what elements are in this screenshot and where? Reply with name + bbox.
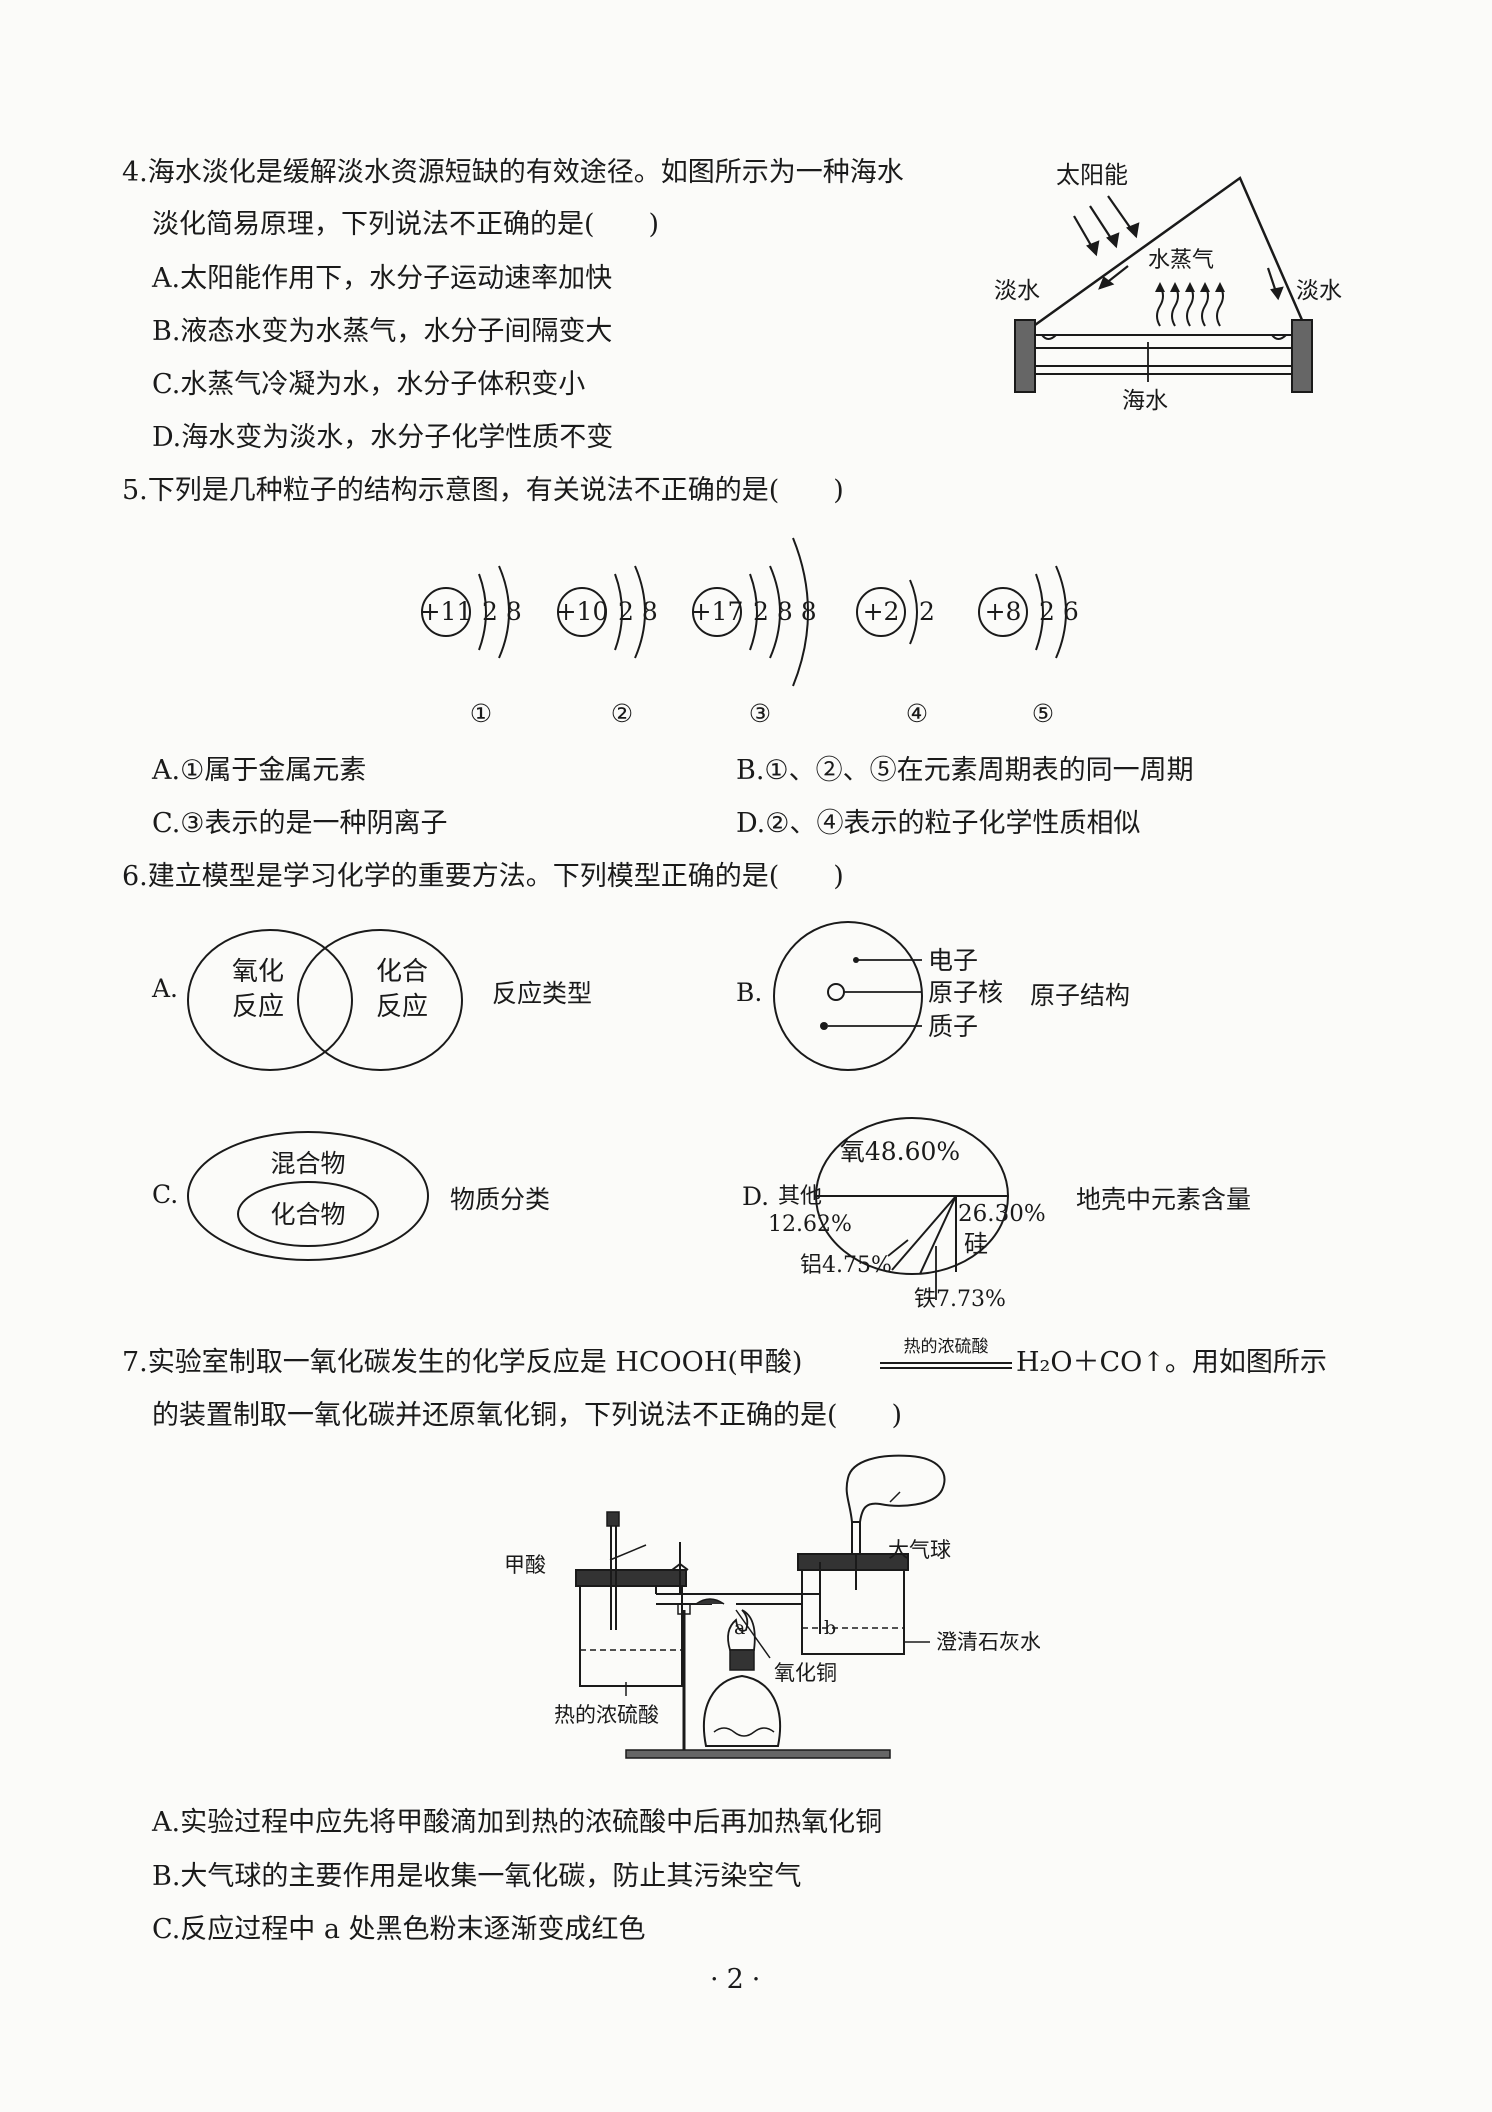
q6d-iron-label: 铁7.73% bbox=[914, 1287, 1006, 1312]
q6c-outer-label: 混合物 bbox=[270, 1149, 345, 1178]
q7-option-c: C.反应过程中 a 处黑色粉末逐渐变成红色 bbox=[152, 1914, 646, 1945]
limewater-label: 澄清石灰水 bbox=[936, 1630, 1040, 1654]
q7-products: H₂O＋CO↑。用如图所示 bbox=[1016, 1347, 1327, 1378]
particle-5-number: ⑤ bbox=[1032, 699, 1054, 728]
q6d-letter: D. bbox=[742, 1182, 770, 1211]
q6c-caption: 物质分类 bbox=[450, 1185, 551, 1214]
q6d-oxygen-label: 氧48.60% bbox=[840, 1137, 960, 1166]
q6a-caption: 反应类型 bbox=[492, 979, 593, 1008]
q7-option-a: A.实验过程中应先将甲酸滴加到热的浓硫酸中后再加热氧化铜 bbox=[152, 1807, 883, 1838]
balloon-label: 大气球 bbox=[888, 1538, 951, 1562]
point-a-label: a bbox=[734, 1617, 745, 1639]
q6c-classification-diagram: 混合物 化合物 bbox=[187, 1131, 429, 1261]
particle-3-shells: 2 8 8 bbox=[753, 597, 817, 626]
q6d-other-percent: 12.62% bbox=[768, 1212, 852, 1237]
sea-water-label: 海水 bbox=[1122, 388, 1168, 414]
q4-option-c: C.水蒸气冷凝为水，水分子体积变小 bbox=[152, 369, 586, 400]
left-fresh-water-label: 淡水 bbox=[994, 278, 1040, 304]
particle-3-nucleus: +17 bbox=[691, 597, 744, 626]
formic-acid-label: 甲酸 bbox=[504, 1553, 546, 1577]
particle-1-shells: 2 8 bbox=[482, 597, 522, 626]
sun-label: 太阳能 bbox=[1056, 161, 1128, 189]
q4-stem-line1: 4.海水淡化是缓解淡水资源短缺的有效途径。如图所示为一种海水 bbox=[122, 157, 904, 188]
particle-4-shells: 2 bbox=[919, 597, 935, 626]
co-apparatus-figure: 大气球 甲酸 a b 澄清石灰水 氧化铜 热的浓硫酸 bbox=[504, 1454, 1040, 1759]
q5-option-d: D.②、④表示的粒子化学性质相似 bbox=[736, 808, 1141, 839]
q6b-atom-diagram: 电子 原子核 质子 bbox=[773, 921, 1003, 1071]
particle-1-nucleus: +11 bbox=[420, 597, 473, 626]
q6b-caption: 原子结构 bbox=[1030, 981, 1131, 1010]
q6d-silicon-percent: 26.30% bbox=[958, 1201, 1046, 1227]
q4-option-d: D.海水变为淡水，水分子化学性质不变 bbox=[152, 422, 614, 453]
particle-3-number: ③ bbox=[749, 699, 771, 728]
q6d-caption: 地壳中元素含量 bbox=[1076, 1185, 1252, 1214]
q6d-other-label: 其他 bbox=[778, 1184, 823, 1209]
vapor-label: 水蒸气 bbox=[1148, 248, 1214, 273]
q6a-left-line1: 氧化 bbox=[232, 957, 284, 987]
particle-5-nucleus: +8 bbox=[985, 597, 1022, 626]
q6-stem: 6.建立模型是学习化学的重要方法。下列模型正确的是( ) bbox=[122, 861, 844, 892]
right-fresh-water-label: 淡水 bbox=[1296, 278, 1342, 304]
particle-5-shells: 2 6 bbox=[1039, 597, 1079, 626]
particle-4-nucleus: +2 bbox=[863, 597, 900, 626]
q6c-letter: C. bbox=[152, 1180, 179, 1209]
hot-sulfuric-acid-label: 热的浓硫酸 bbox=[554, 1703, 659, 1727]
particle-4-number: ④ bbox=[906, 699, 928, 728]
q7-stem-part1: 7.实验室制取一氧化碳发生的化学反应是 HCOOH(甲酸) bbox=[122, 1347, 803, 1378]
particle-2-number: ② bbox=[611, 699, 633, 728]
q7-arrow-line-top bbox=[880, 1362, 1012, 1364]
q6d-silicon-label: 硅 bbox=[964, 1230, 988, 1258]
particle-2-shells: 2 8 bbox=[618, 597, 658, 626]
q4-option-b: B.液态水变为水蒸气，水分子间隔变大 bbox=[152, 316, 613, 347]
copper-oxide-label: 氧化铜 bbox=[774, 1661, 837, 1685]
q6a-venn-diagram: 氧化 反应 化合 反应 bbox=[187, 929, 463, 1071]
page-number: ·2· bbox=[710, 1964, 769, 1995]
q7-option-b: B.大气球的主要作用是收集一氧化碳，防止其污染空气 bbox=[152, 1861, 802, 1892]
q5-stem: 5.下列是几种粒子的结构示意图，有关说法不正确的是( ) bbox=[122, 475, 844, 506]
q5-option-c: C.③表示的是一种阴离子 bbox=[152, 808, 448, 839]
q7-arrow-line-bottom bbox=[880, 1367, 1012, 1369]
q6a-right-line2: 反应 bbox=[376, 992, 428, 1022]
q6b-nucleus-label: 原子核 bbox=[928, 978, 1003, 1007]
q5-option-a: A.①属于金属元素 bbox=[152, 755, 367, 786]
q6b-electron-label: 电子 bbox=[928, 946, 978, 975]
q7-condition: 热的浓硫酸 bbox=[903, 1337, 989, 1357]
q6b-proton-label: 质子 bbox=[928, 1012, 978, 1041]
q6d-aluminum-label: 铝4.75% bbox=[800, 1253, 892, 1278]
desalination-figure: 太阳能 水蒸气 淡水 淡水 海水 bbox=[994, 161, 1342, 414]
q6d-pie-chart: 氧48.60% 26.30% 硅 铝4.75% 铁7.73% bbox=[800, 1117, 1046, 1312]
particle-diagrams: +11 2 8 ① +10 2 8 ② +17 2 8 8 ③ +2 2 ④ +… bbox=[420, 537, 1079, 728]
q6b-letter: B. bbox=[736, 978, 763, 1007]
q4-option-a: A.太阳能作用下，水分子运动速率加快 bbox=[152, 263, 613, 294]
q6a-letter: A. bbox=[152, 974, 179, 1003]
q7-stem-line2: 的装置制取一氧化碳并还原氧化铜，下列说法不正确的是( ) bbox=[152, 1400, 903, 1431]
particle-1-number: ① bbox=[470, 699, 492, 728]
q4-stem-line2: 淡化简易原理，下列说法不正确的是( ) bbox=[152, 209, 660, 240]
q5-option-b: B.①、②、⑤在元素周期表的同一周期 bbox=[736, 755, 1194, 786]
particle-2-nucleus: +10 bbox=[556, 597, 609, 626]
q6a-left-line2: 反应 bbox=[232, 992, 284, 1022]
q6a-right-line1: 化合 bbox=[376, 957, 428, 987]
point-b-label: b bbox=[824, 1617, 836, 1639]
q6c-inner-label: 化合物 bbox=[270, 1200, 345, 1229]
